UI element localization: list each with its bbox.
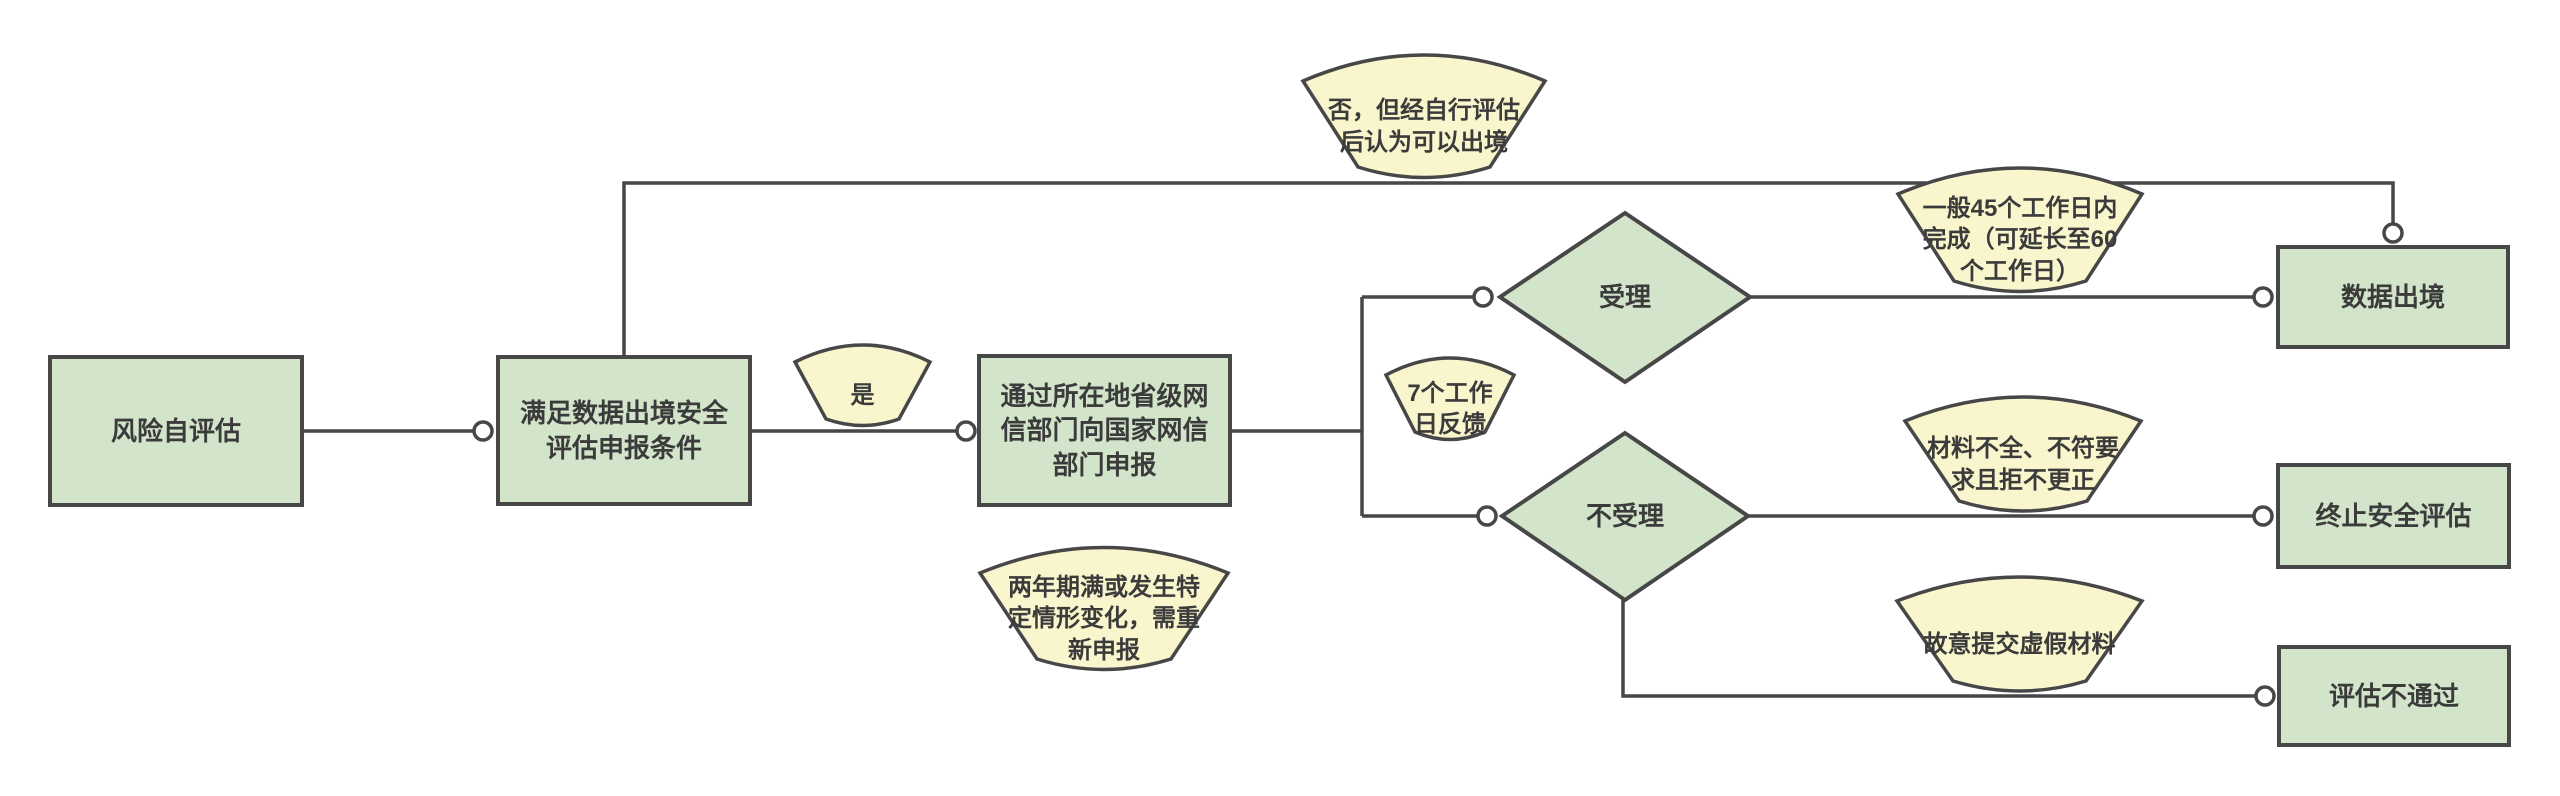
annotation-7-days-feedback-fan	[1383, 356, 1517, 442]
connector-conditions-to-export-top-route	[622, 181, 2395, 357]
annotation-45-days-fan	[1895, 166, 2145, 294]
node-not-accepted-diamond	[1498, 430, 1752, 603]
connector-endpoint-circle	[1476, 505, 1498, 527]
connector-endpoint-circle	[2382, 222, 2404, 244]
connector-endpoint-circle	[2252, 505, 2274, 527]
annotation-two-year-renewal-fan	[977, 545, 1231, 672]
node-declare-via-cac	[977, 354, 1232, 507]
connector-endpoint-circle	[1472, 286, 1494, 308]
node-terminate-assessment	[2276, 463, 2511, 569]
connector-endpoint-circle	[955, 420, 977, 442]
connector-not-accepted-to-failed	[1621, 600, 2256, 698]
node-risk-self-assessment	[48, 355, 304, 507]
node-data-export	[2276, 245, 2510, 349]
connector-endpoint-circle	[472, 420, 494, 442]
connector-endpoint-circle	[2252, 286, 2274, 308]
node-meet-conditions	[496, 355, 752, 506]
node-accepted-diamond	[1496, 210, 1754, 385]
annotation-no-but-self-assessed-fan	[1300, 53, 1548, 180]
annotation-incomplete-materials-fan	[1902, 395, 2144, 513]
annotation-fake-materials-fan	[1894, 575, 2145, 693]
node-assessment-failed	[2277, 645, 2511, 747]
annotation-yes-fan	[792, 343, 933, 428]
connector-endpoint-circle	[2254, 685, 2276, 707]
